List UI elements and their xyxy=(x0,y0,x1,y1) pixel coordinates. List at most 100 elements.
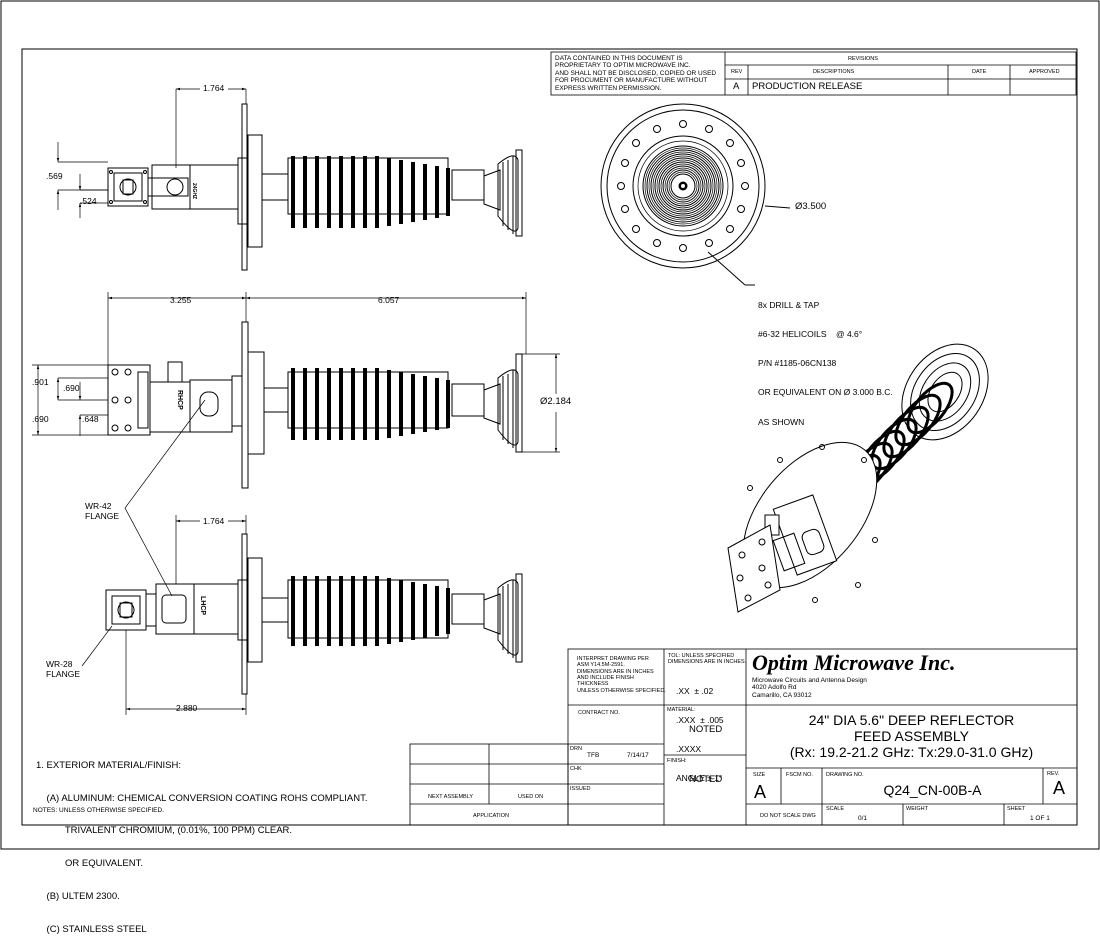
body-mark-lhcp: LHCP xyxy=(199,596,206,616)
view-middle xyxy=(107,321,523,489)
drn-date: 7/14/17 xyxy=(627,752,649,759)
interpret-line: UNLESS OTHERWISE SPECIFIED. xyxy=(577,687,666,694)
material-label: MATERIAL: xyxy=(667,707,696,713)
flange-ring-hatch xyxy=(637,140,729,232)
callout-drill-line: AS SHOWN xyxy=(758,416,805,427)
dim-690-upper: .690 xyxy=(63,383,80,393)
callout-wr42-line: FLANGE xyxy=(85,510,120,521)
scale-label: SCALE xyxy=(826,806,845,812)
interpret-drawing: INTERPRET DRAWING PER ASM Y14.5M-2591. D… xyxy=(577,656,666,694)
company-sub-line: Microwave Circuits and Antenna Design xyxy=(752,677,867,684)
scale-value: 0/1 xyxy=(858,815,868,822)
note-line: TRIVALENT CHROMIUM, (0.01%, 100 PPM) CLE… xyxy=(36,825,293,837)
revision-row-desc: PRODUCTION RELEASE xyxy=(752,81,863,92)
drn-value: TFB xyxy=(587,752,600,759)
callout-drill-line: #6-32 HELICOILS @ 4.6° xyxy=(758,328,863,339)
view-top xyxy=(107,103,523,271)
sheet-value: 1 OF 1 xyxy=(1030,815,1050,822)
next-assembly-label: NEXT ASSEMBLY xyxy=(428,794,474,800)
dim-690-lower: .690 xyxy=(32,414,49,424)
tol-val: .XXXX xyxy=(676,744,702,755)
diameter-symbol: Ø xyxy=(540,396,548,407)
body-mark-24ghz: 24GHZ xyxy=(191,183,197,200)
drawing-title-line: 24" DIA 5.6" DEEP REFLECTOR xyxy=(808,712,1015,728)
fscm-label: FSCM NO. xyxy=(786,772,813,778)
tol-val: ANGLE ± 1° xyxy=(676,773,723,784)
used-on-label: USED ON xyxy=(518,794,544,800)
interpret-line: AND INCLUDE FINISH xyxy=(577,674,634,681)
callout-drill-line: P/N #1185-06CN138 xyxy=(758,358,837,369)
chk-label: CHK xyxy=(570,766,582,772)
dimension-lines xyxy=(32,87,560,715)
size-value: A xyxy=(754,782,767,802)
proprietary-line: DATA CONTAINED IN THIS DOCUMENT IS xyxy=(555,55,683,62)
note-line: (B) ULTEM 2300. xyxy=(36,890,120,902)
interpret-line: THICKNESS xyxy=(577,681,609,688)
dim-3500: Ø3.500 xyxy=(795,201,826,213)
dim-6057: 6.057 xyxy=(378,295,400,305)
material-notes: 1. EXTERIOR MATERIAL/FINISH: (A) ALUMINU… xyxy=(36,739,367,947)
drawing-title-line: (Rx: 19.2-21.2 GHz: Tx:29.0-31.0 GHz) xyxy=(789,744,1034,761)
revisions-title: REVISIONS xyxy=(848,56,878,62)
revisions-table xyxy=(550,51,1077,96)
notes-footer: NOTES: UNLESS OTHERWISE SPECIFIED. xyxy=(33,807,164,814)
callout-wr28-line: WR-28 xyxy=(46,659,73,669)
size-label: SIZE xyxy=(753,772,766,778)
callout-wr42: WR-42 FLANGE xyxy=(85,501,120,522)
tol-line: TOL: UNLESS SPECIFIED xyxy=(668,653,735,659)
company-name: Optim Microwave Inc. xyxy=(752,650,956,675)
material-value: NOTED xyxy=(689,724,723,735)
date-header: DATE xyxy=(972,69,987,75)
drawing-title-line: FEED ASSEMBLY xyxy=(854,728,969,745)
note-line: (C) STAINLESS STEEL xyxy=(36,923,147,935)
outer-frame xyxy=(0,0,1100,850)
dim-524: .524 xyxy=(80,196,97,206)
rev-label: REV. xyxy=(1047,771,1060,777)
isometric-view xyxy=(727,343,989,613)
company-address: Microwave Circuits and Antenna Design 40… xyxy=(752,677,867,699)
issued-label: ISSUED xyxy=(570,786,591,792)
descriptions-header: DESCRIPTIONS xyxy=(813,69,855,75)
proprietary-line: EXPRESS WRITTEN PERMISSION. xyxy=(555,84,662,92)
dim-901: .901 xyxy=(32,377,49,387)
proprietary-line: PROPRIETARY TO OPTIM MICROWAVE INC. xyxy=(555,62,691,70)
tol-line: DIMENSIONS ARE IN INCHES. xyxy=(668,659,747,666)
callout-drill-line: OR EQUIVALENT ON Ø 3.000 B.C. xyxy=(758,387,893,398)
body-mark-rhcp: RHCP xyxy=(176,390,183,410)
interpret-line: INTERPRET DRAWING PER xyxy=(577,656,649,662)
callout-wr28-line: FLANGE xyxy=(46,668,81,679)
title-block-lines xyxy=(409,648,1078,826)
application-label: APPLICATION xyxy=(473,813,509,819)
company-sub-line: Camarillo, CA 93012 xyxy=(752,691,812,699)
tolerance-heading: TOL: UNLESS SPECIFIED DIMENSIONS ARE IN … xyxy=(668,653,746,666)
drawing-number: Q24_CN-00B-A xyxy=(883,782,982,798)
dim-2880: 2.880 xyxy=(176,703,198,713)
dim-2184: Ø2.184 xyxy=(540,396,572,408)
callout-drill-tap: 8x DRILL & TAP #6-32 HELICOILS @ 4.6° P/… xyxy=(758,281,893,437)
do-not-scale: DO NOT SCALE DWG xyxy=(760,813,816,819)
contract-label: CONTRACT NO. xyxy=(578,710,620,716)
drawing-number-label: DRAWING NO. xyxy=(826,772,864,778)
tol-val: .XXX ± .005 xyxy=(676,714,724,725)
dim-648: .648 xyxy=(82,414,99,424)
view-bottom xyxy=(105,533,523,695)
proprietary-notice: DATA CONTAINED IN THIS DOCUMENT IS PROPR… xyxy=(555,55,716,92)
interpret-line: ASM Y14.5M-2591. xyxy=(577,662,625,669)
callout-drill-line: 8x DRILL & TAP xyxy=(758,299,820,310)
dim-2184-value: 2.184 xyxy=(547,396,572,407)
dim-1764-top: 1.764 xyxy=(203,83,225,93)
interpret-line: DIMENSIONS ARE IN INCHES xyxy=(577,668,654,675)
dim-569: .569 xyxy=(46,171,63,181)
note-line: (A) ALUMINUM: CHEMICAL CONVERSION COATIN… xyxy=(36,792,368,804)
sheet-label: SHEET xyxy=(1007,806,1026,812)
revision-row-rev: A xyxy=(733,81,740,92)
note-line: 1. EXTERIOR MATERIAL/FINISH: xyxy=(36,759,181,771)
rev-header: REV xyxy=(731,69,743,75)
callout-wr28: WR-28 FLANGE xyxy=(46,659,81,680)
tol-val: .XX ± .02 xyxy=(676,685,714,696)
finish-label: FINISH: xyxy=(667,758,687,764)
drawing-title: 24" DIA 5.6" DEEP REFLECTOR FEED ASSEMBL… xyxy=(746,712,1077,760)
note-line: OR EQUIVALENT. xyxy=(36,858,143,870)
flange-front-view xyxy=(600,103,791,286)
drawing-sheet xyxy=(0,0,1100,850)
